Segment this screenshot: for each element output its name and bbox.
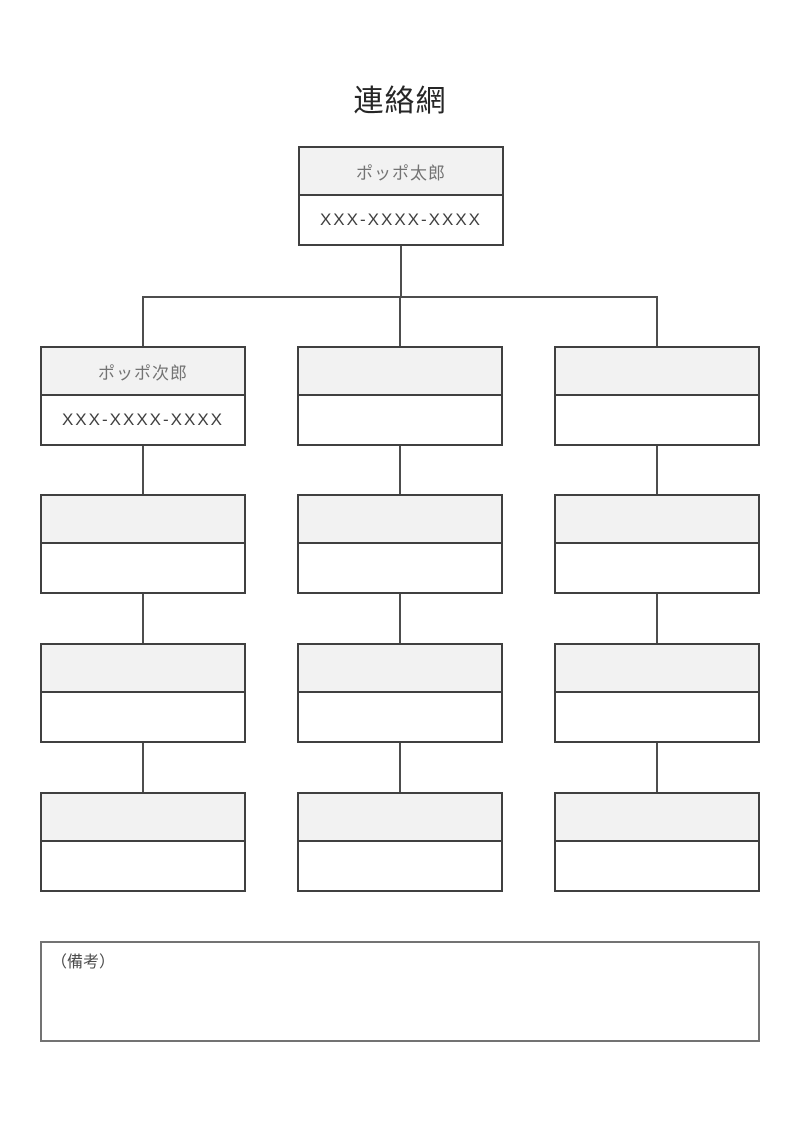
- connector-line: [656, 446, 658, 494]
- contact-phone-cell[interactable]: [299, 693, 501, 741]
- contact-box: [554, 792, 760, 892]
- connector-line: [142, 743, 144, 792]
- contact-name-cell[interactable]: [42, 645, 244, 693]
- connector-line: [399, 743, 401, 792]
- contact-phone-cell[interactable]: XXX-XXXX-XXXX: [42, 396, 244, 444]
- connector-line: [142, 446, 144, 494]
- contact-box: [40, 643, 246, 743]
- contact-phone-cell[interactable]: [556, 396, 758, 444]
- contact-box: [554, 346, 760, 446]
- contact-phone-cell[interactable]: [42, 544, 244, 592]
- contact-phone: XXX-XXXX-XXXX: [61, 410, 225, 429]
- contact-box: [297, 643, 503, 743]
- contact-phone-cell[interactable]: [299, 544, 501, 592]
- connector-drop-left: [142, 296, 144, 346]
- connector-line: [399, 446, 401, 494]
- contact-phone: XXX-XXXX-XXXX: [319, 210, 483, 229]
- connector-drop-center: [399, 296, 401, 346]
- contact-name-cell[interactable]: [556, 794, 758, 842]
- contact-name-cell[interactable]: [42, 794, 244, 842]
- contact-name-cell[interactable]: [299, 348, 501, 396]
- contact-box: [297, 494, 503, 594]
- connector-root-vertical: [400, 246, 402, 296]
- contact-phone-cell[interactable]: [42, 693, 244, 741]
- contact-name-cell[interactable]: [42, 496, 244, 544]
- contact-name-cell[interactable]: [299, 794, 501, 842]
- contact-name-cell[interactable]: [556, 496, 758, 544]
- connector-drop-right: [656, 296, 658, 346]
- root-contact-box: ポッポ太郎 XXX-XXXX-XXXX: [298, 146, 504, 246]
- contact-box: [40, 494, 246, 594]
- contact-box: ポッポ次郎 XXX-XXXX-XXXX: [40, 346, 246, 446]
- contact-name-cell[interactable]: [299, 645, 501, 693]
- contact-box: [297, 346, 503, 446]
- contact-name-cell[interactable]: [556, 348, 758, 396]
- remarks-box[interactable]: （備考）: [40, 941, 760, 1042]
- contact-phone-cell[interactable]: [556, 842, 758, 890]
- page-title: 連絡網: [353, 85, 447, 118]
- connector-line: [656, 743, 658, 792]
- remarks-label: （備考）: [51, 954, 116, 971]
- connector-line: [656, 594, 658, 643]
- contact-phone-cell[interactable]: [299, 396, 501, 444]
- contact-name: ポッポ次郎: [98, 363, 188, 383]
- contact-name: ポッポ太郎: [356, 163, 446, 183]
- contact-phone-cell[interactable]: [299, 842, 501, 890]
- contact-name-cell[interactable]: [556, 645, 758, 693]
- contact-name-cell[interactable]: [299, 496, 501, 544]
- contact-box: [554, 643, 760, 743]
- contact-phone-cell[interactable]: [556, 544, 758, 592]
- contact-phone-cell[interactable]: [42, 842, 244, 890]
- connector-line: [399, 594, 401, 643]
- connector-line: [142, 594, 144, 643]
- contact-name-cell[interactable]: ポッポ次郎: [42, 348, 244, 396]
- contact-box: [554, 494, 760, 594]
- contact-phone-cell[interactable]: XXX-XXXX-XXXX: [300, 196, 502, 244]
- contact-box: [297, 792, 503, 892]
- contact-phone-cell[interactable]: [556, 693, 758, 741]
- contact-box: [40, 792, 246, 892]
- contact-name-cell[interactable]: ポッポ太郎: [300, 148, 502, 196]
